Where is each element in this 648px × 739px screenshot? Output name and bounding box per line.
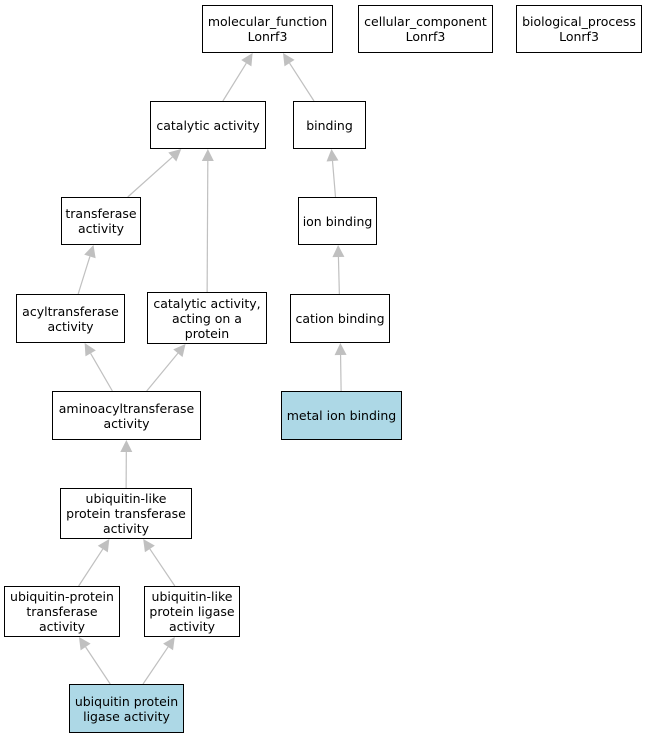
node-ubiquitin-protein-transferase-activity[interactable]: ubiquitin-protein transferase activity — [4, 586, 120, 637]
edge-binding-to-molecular_function — [289, 62, 315, 102]
arrowhead-cation_binding-to-ion_binding — [332, 245, 345, 258]
node-binding[interactable]: binding — [293, 101, 366, 149]
node-ubiquitin-like-protein-transferase-activity[interactable]: ubiquitin-like protein transferase activ… — [60, 488, 192, 539]
arrowhead-binding-to-molecular_function — [283, 53, 295, 67]
arrowhead-metal_ion_binding-to-cation_binding — [334, 343, 347, 356]
edge-transferase_activity-to-catalytic_activity — [127, 156, 173, 198]
node-transferase-activity[interactable]: transferase activity — [61, 197, 141, 245]
edge-cation_binding-to-ion_binding — [337, 256, 340, 295]
arrowhead-ubiquitin_protein_transferase-to-ubiquitin_like_protein_transferase — [97, 539, 110, 553]
edge-aminoacyltransferase_activity-to-catalytic_activity_protein — [146, 352, 179, 392]
node-metal-ion-binding[interactable]: metal ion binding — [281, 391, 402, 440]
node-catalytic-activity[interactable]: catalytic activity — [150, 101, 266, 149]
node-aminoacyltransferase-activity[interactable]: aminoacyltransferase activity — [52, 391, 201, 440]
node-cellular-component[interactable]: cellular_component Lonrf3 — [358, 5, 493, 53]
edge-ubiquitin_protein_ligase-to-ubiquitin_like_protein_ligase — [142, 646, 169, 685]
arrowhead-catalytic_activity_protein-to-catalytic_activity — [201, 149, 214, 162]
arrowhead-ion_binding-to-binding — [326, 149, 339, 162]
arrowhead-acyltransferase_activity-to-transferase_activity — [84, 245, 96, 259]
edge-aminoacyltransferase_activity-to-acyltransferase_activity — [90, 353, 113, 392]
edge-acyltransferase_activity-to-transferase_activity — [77, 256, 91, 295]
node-biological-process[interactable]: biological_process Lonrf3 — [516, 5, 642, 53]
arrowhead-aminoacyltransferase_activity-to-catalytic_activity_protein — [173, 344, 186, 358]
node-molecular-function[interactable]: molecular_function Lonrf3 — [202, 5, 333, 53]
arrowhead-aminoacyltransferase_activity-to-acyltransferase_activity — [84, 343, 96, 357]
edge-catalytic_activity_protein-to-catalytic_activity — [206, 160, 209, 293]
edge-catalytic_activity-to-molecular_function — [222, 62, 247, 102]
arrowhead-ubiquitin_protein_ligase-to-ubiquitin_protein_transferase — [78, 637, 91, 651]
node-ion-binding[interactable]: ion binding — [298, 197, 377, 245]
arrowhead-catalytic_activity-to-molecular_function — [241, 53, 253, 67]
node-ubiquitin-protein-ligase-activity[interactable]: ubiquitin protein ligase activity — [69, 684, 184, 733]
node-catalytic-activity-acting-on-protein[interactable]: catalytic activity, acting on a protein — [147, 292, 267, 344]
node-cation-binding[interactable]: cation binding — [290, 294, 390, 343]
edge-ubiquitin_like_protein_ligase-to-ubiquitin_like_protein_transferase — [149, 548, 176, 587]
arrowhead-ubiquitin_like_protein_transferase-to-aminoacyltransferase_activity — [120, 440, 133, 453]
edge-layer — [77, 53, 347, 685]
edge-ubiquitin_protein_ligase-to-ubiquitin_protein_transferase — [85, 646, 111, 685]
node-ubiquitin-like-protein-ligase-activity[interactable]: ubiquitin-like protein ligase activity — [144, 586, 240, 637]
edge-metal_ion_binding-to-cation_binding — [339, 354, 342, 392]
edge-ion_binding-to-binding — [331, 160, 337, 198]
arrowhead-ubiquitin_protein_ligase-to-ubiquitin_like_protein_ligase — [163, 637, 175, 651]
node-acyltransferase-activity[interactable]: acyltransferase activity — [16, 294, 125, 343]
edge-ubiquitin_protein_transferase-to-ubiquitin_like_protein_transferase — [78, 548, 104, 587]
arrowhead-transferase_activity-to-catalytic_activity — [168, 149, 182, 162]
arrowhead-ubiquitin_like_protein_ligase-to-ubiquitin_like_protein_transferase — [143, 539, 155, 553]
